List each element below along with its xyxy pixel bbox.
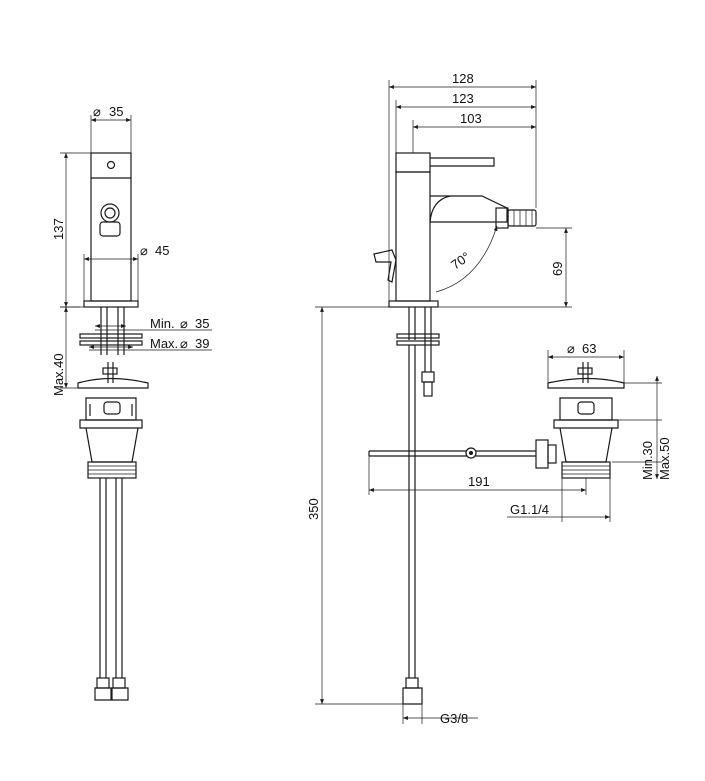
side-view — [368, 152, 625, 705]
diameter-symbol: ⌀ — [180, 336, 188, 351]
waste-thread-label: G1.1/4 — [510, 502, 549, 517]
handle-dot-icon — [106, 160, 116, 170]
rod-length-label: 191 — [468, 474, 490, 489]
body-diameter-label: 35 — [109, 104, 123, 119]
base-diameter-label: 45 — [155, 243, 169, 258]
min-hole-value: 35 — [195, 316, 209, 331]
width-mid-label: 123 — [452, 91, 474, 106]
side-dimensions: 128 123 103 70° 69 350 191 ⌀ 63 — [306, 71, 672, 726]
width-total-label: 128 — [452, 71, 474, 86]
front-view — [77, 152, 149, 701]
height-label: 137 — [51, 218, 66, 240]
waste-diameter-label: 63 — [582, 341, 596, 356]
thread-front — [87, 461, 137, 479]
waste-max-label: Max.50 — [657, 437, 672, 480]
max-hole-label: Max. — [150, 336, 178, 351]
diameter-symbol: ⌀ — [93, 104, 101, 119]
spout-length-label: 103 — [460, 111, 482, 126]
angle-label: 70° — [448, 249, 473, 273]
max-thickness-label: Max.40 — [51, 353, 66, 396]
hose-thread-label: G3/8 — [440, 711, 468, 726]
max-hole-value: 39 — [195, 336, 209, 351]
diameter-symbol: ⌀ — [140, 243, 148, 258]
front-dimensions: ⌀ 35 137 ⌀ 45 Min. ⌀ 35 Max. ⌀ 39 Max.40 — [51, 104, 212, 396]
min-hole-label: Min. — [150, 316, 175, 331]
spout-height-label: 69 — [550, 262, 565, 276]
hose-length-label: 350 — [306, 498, 321, 520]
diameter-symbol: ⌀ — [567, 341, 575, 356]
diameter-symbol: ⌀ — [180, 316, 188, 331]
waste-min-label: Min.30 — [640, 441, 655, 480]
